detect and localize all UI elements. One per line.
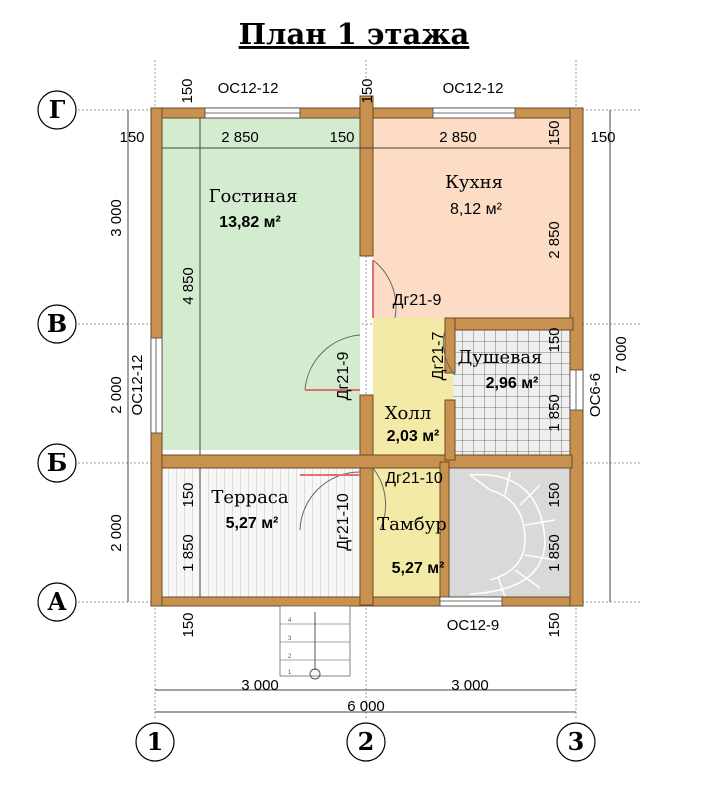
door-label-kitchen: Дг21-9 [393,292,442,309]
dimension-lines [127,110,611,713]
dim-label: 150 [119,129,144,146]
room-name-vestibule: Тамбур [377,514,447,535]
dim-label: 150 [546,612,563,637]
windows [150,107,584,607]
dim-label: 150 [590,129,615,146]
window-label-top-left: ОС12-12 [218,80,279,97]
stairs-floor [445,468,570,598]
window-label-bottom: ОС12-9 [447,617,500,634]
spiral-staircase [469,471,556,598]
dim-label: 150 [546,327,563,352]
step-label: 1 [288,670,292,676]
room-area-vestibule: 5,27 м² [392,560,445,577]
axis-label-a: А [47,587,67,616]
step-label: 4 [288,618,292,624]
room-area-living: 13,82 м² [219,214,281,231]
room-area-terrace: 5,27 м² [226,515,279,532]
window-label-left: ОС12-12 [129,355,146,416]
axis-label-b: Б [47,448,68,477]
dim-label: 1 850 [546,534,563,572]
axis-label-g: Г [49,95,66,124]
room-name-hall: Холл [385,403,432,424]
window-label-right: ОС6-6 [587,373,604,417]
room-name-kitchen: Кухня [445,172,503,193]
dim-label: 2 000 [108,514,125,552]
step-label: 2 [288,654,292,660]
row-axis-markers: Г В Б А [37,90,77,622]
dim-label: 150 [180,482,197,507]
dim-label: 3 000 [241,677,279,694]
door-label-shower: Дг21-7 [430,332,447,381]
door-label-living: Дг21-9 [335,352,352,401]
room-name-living: Гостиная [209,186,298,207]
door-label-terrace: Дг21-10 [335,493,352,551]
axis-label-3: 3 [568,727,585,756]
dim-label: 4 850 [180,267,197,305]
dim-label: 3 000 [451,677,489,694]
door-label-vestibule: Дг21-10 [385,470,443,487]
room-name-terrace: Терраса [211,487,289,508]
dim-label: 150 [179,78,196,103]
dim-label: 150 [359,78,376,103]
dim-label: 1 850 [180,534,197,572]
kitchen-floor [373,118,570,318]
plan-title: План 1 этажа [239,17,470,51]
porch-steps: 4 3 2 1 [279,605,351,680]
col-axis-markers: 1 2 3 [135,722,596,762]
dim-label: 2 850 [221,129,259,146]
room-area-kitchen: 8,12 м² [450,201,503,218]
room-area-hall: 2,03 м² [387,428,440,445]
dim-label: 150 [180,612,197,637]
door-swings [299,259,456,531]
room-area-shower: 2,96 м² [486,375,539,392]
axis-label-v: В [47,309,67,338]
dim-label: 6 000 [347,698,385,715]
dim-label: 150 [546,120,563,145]
dimension-labels: 150 150 150 2 850 150 2 850 150 150 3 00… [108,78,630,715]
shower-floor [453,330,570,455]
dim-label: 2 000 [108,376,125,414]
dim-label: 2 850 [439,129,477,146]
dim-label: 1 850 [546,394,563,432]
step-label: 3 [288,636,292,642]
dim-label: 150 [329,129,354,146]
dim-label: 7 000 [613,336,630,374]
dim-label: 2 850 [546,221,563,259]
dim-label: 150 [546,482,563,507]
room-name-shower: Душевая [458,347,543,368]
terrace-floor [162,468,360,598]
axis-label-2: 2 [358,727,375,756]
window-label-top-right: ОС12-12 [443,80,504,97]
axis-label-1: 1 [147,727,164,756]
dim-label: 3 000 [108,199,125,237]
living-room-floor [162,118,360,450]
